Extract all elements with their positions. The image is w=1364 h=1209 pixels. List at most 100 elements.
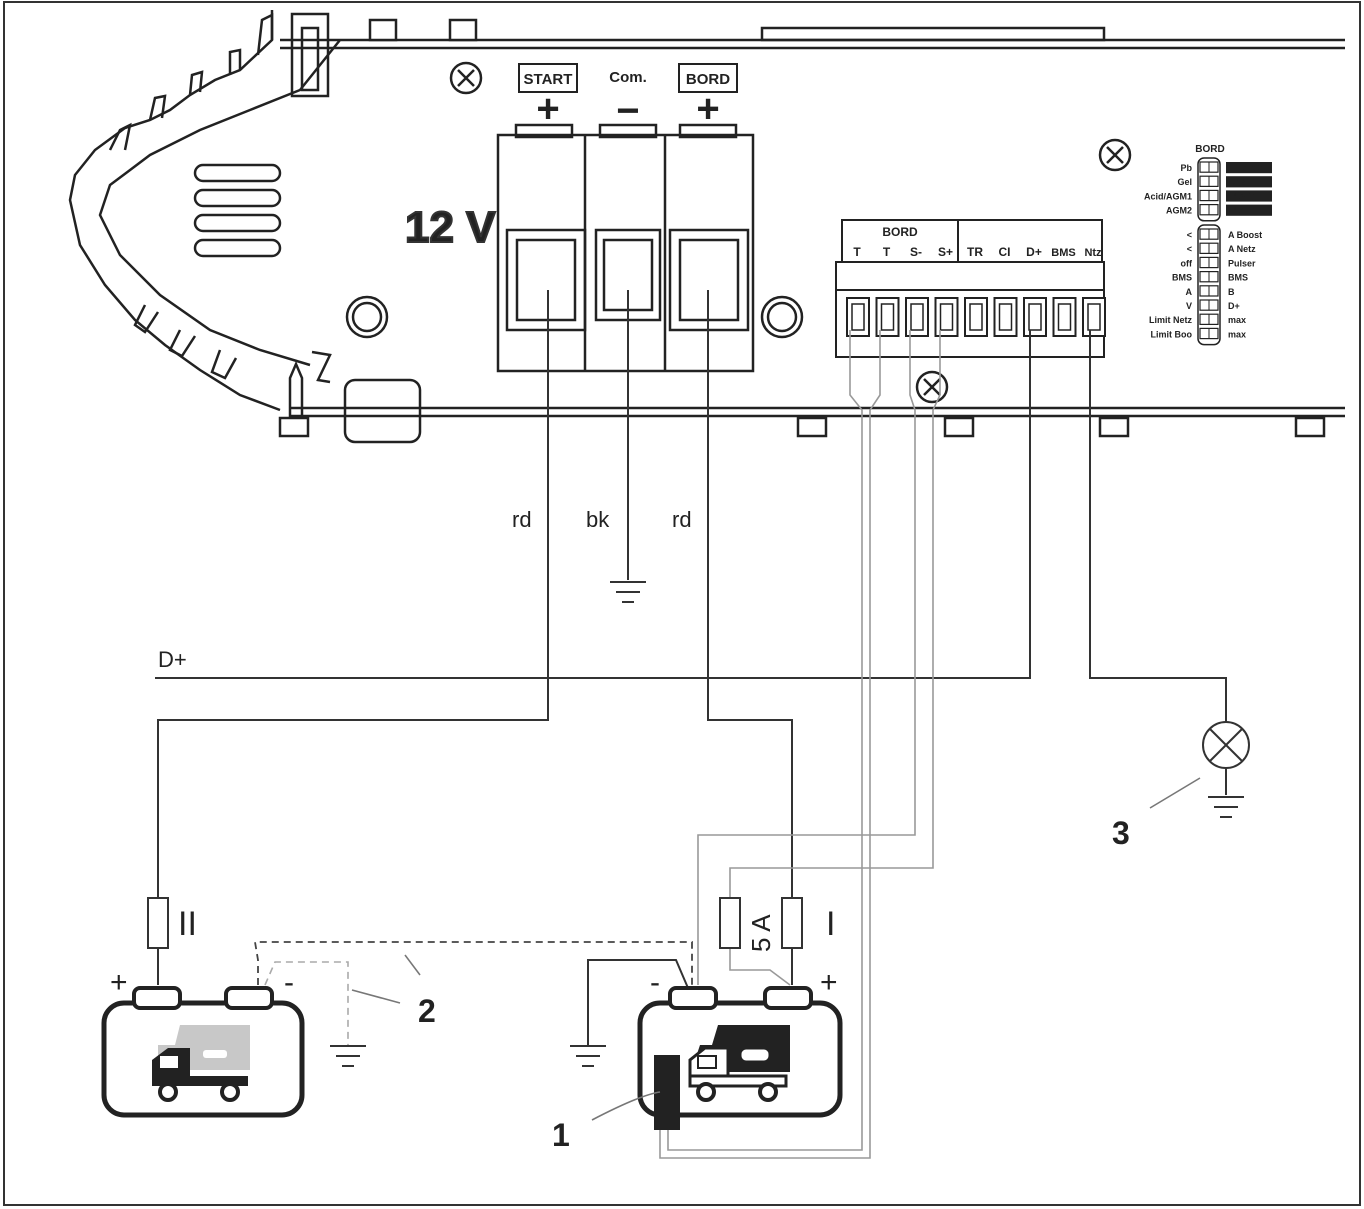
connector-pin-label: S+ bbox=[938, 245, 953, 259]
connector-pin-label: S- bbox=[910, 245, 922, 259]
fuse-start-label: II bbox=[178, 905, 197, 943]
dip-switch-housing bbox=[1197, 157, 1221, 222]
fuse-icon bbox=[781, 897, 803, 949]
connector-pin-screw bbox=[1028, 303, 1042, 331]
connector-pin-label: CI bbox=[999, 245, 1011, 259]
start-battery-minus: - bbox=[284, 966, 294, 999]
dip-right-label: 14,2 V bbox=[1228, 191, 1254, 201]
connector-pin-screw bbox=[1057, 303, 1072, 331]
sensor-wires bbox=[659, 330, 941, 1159]
dip-right-label: max bbox=[1228, 329, 1246, 339]
connector-pin-label: T bbox=[883, 245, 891, 259]
dip-switch-housing bbox=[1197, 224, 1221, 346]
connector-pin-screw bbox=[910, 303, 924, 331]
callout-3: 3 bbox=[1112, 815, 1130, 851]
mounting-nut-icon bbox=[760, 295, 804, 339]
screw-icon bbox=[449, 61, 483, 95]
dip-left-label: AGM2 bbox=[1166, 206, 1192, 216]
connector-pin-label: TR bbox=[967, 245, 983, 259]
dip-right-label: BMS bbox=[1228, 273, 1248, 283]
dip-right-label-bg bbox=[1226, 204, 1272, 216]
ground-icon bbox=[570, 1045, 606, 1067]
connector-pin-screw bbox=[998, 303, 1013, 331]
charger-housing bbox=[68, 10, 1345, 444]
connector-pin-screw bbox=[1087, 303, 1101, 331]
power-wires bbox=[155, 290, 1227, 985]
connector-pin-label: Ntz bbox=[1084, 247, 1102, 259]
terminal-start-box bbox=[518, 63, 578, 93]
terminal-com-label: Com. bbox=[609, 69, 647, 86]
dip-left-label: BMS bbox=[1172, 273, 1192, 283]
dip-left-label: A bbox=[1186, 287, 1193, 297]
dip-right-label: max bbox=[1228, 315, 1246, 325]
power-terminal-block bbox=[496, 123, 755, 373]
connector-pin-screw bbox=[939, 303, 954, 331]
terminal-bord-sign: + bbox=[696, 87, 719, 131]
optional-ground-dashed bbox=[253, 941, 693, 985]
connector-pin-screw bbox=[880, 303, 895, 331]
bord-battery-plus: + bbox=[820, 966, 838, 999]
mounting-nut-icon bbox=[345, 295, 389, 339]
dip-right-label: 13,8 V bbox=[1228, 177, 1254, 187]
wire-com-label: bk bbox=[586, 507, 610, 532]
terminal-start-sign: + bbox=[536, 87, 559, 131]
dip-left-label: Gel bbox=[1177, 177, 1192, 187]
fuse-icon bbox=[719, 897, 741, 949]
dip-left-label: off bbox=[1181, 258, 1193, 268]
dip-panel-title: BORD bbox=[1195, 144, 1224, 155]
start-battery-icon bbox=[101, 986, 305, 1118]
screw-icon bbox=[1098, 138, 1132, 172]
bord-battery-minus: - bbox=[650, 966, 660, 999]
ground-wires bbox=[587, 959, 689, 1045]
wire-bord-label: rd bbox=[672, 507, 692, 532]
housing-bolt-icons bbox=[278, 18, 1326, 438]
dip-right-label: D+ bbox=[1228, 301, 1240, 311]
start-battery-plus: + bbox=[110, 966, 128, 999]
voltage-label: 12 V bbox=[405, 203, 496, 252]
terminal-start-label: START bbox=[524, 71, 573, 88]
callout-leaders bbox=[351, 777, 1201, 1121]
terminal-com-sign: − bbox=[616, 89, 639, 133]
connector-pin-screw bbox=[969, 303, 983, 331]
fuse-sense-label: 5 A bbox=[746, 914, 776, 952]
connector-group-label: BORD bbox=[882, 225, 918, 239]
dip-left-label: < bbox=[1187, 244, 1192, 254]
dip-right-label: Pulser bbox=[1228, 258, 1256, 268]
connector-pin-screw bbox=[851, 303, 865, 331]
dip-left-label: Limit Netz bbox=[1149, 315, 1193, 325]
wire-start-label: rd bbox=[512, 507, 532, 532]
terminal-bord-box bbox=[678, 63, 738, 93]
dip-right-label-bg bbox=[1226, 162, 1272, 174]
dip-right-label: 14,4 V bbox=[1228, 206, 1254, 216]
callout-2: 2 bbox=[418, 993, 436, 1029]
frame-border bbox=[3, 1, 1361, 1206]
dip-right-label-bg bbox=[1226, 190, 1272, 202]
connector-pin-label: D+ bbox=[1026, 245, 1042, 259]
optional-ground-dashed-grey bbox=[264, 961, 349, 1045]
dip-left-label: Limit Boo bbox=[1151, 329, 1193, 339]
dip-right-label: B bbox=[1228, 287, 1235, 297]
callout-1: 1 bbox=[552, 1117, 570, 1153]
indicator-lamp-icon bbox=[1202, 721, 1250, 769]
dip-right-label: A Netz bbox=[1228, 244, 1256, 254]
connector-pin-label: BMS bbox=[1051, 247, 1075, 259]
dip-left-label: Pb bbox=[1180, 163, 1192, 173]
terminal-bord-label: BORD bbox=[686, 71, 730, 88]
bord-battery-icon bbox=[637, 986, 843, 1118]
ground-icon bbox=[610, 581, 646, 603]
screw-icon bbox=[915, 370, 949, 404]
dip-right-label: A Boost bbox=[1228, 230, 1262, 240]
dip-left-label: V bbox=[1186, 301, 1192, 311]
dip-left-label: < bbox=[1187, 230, 1192, 240]
fuse-bord-label: I bbox=[826, 905, 835, 943]
ground-icon bbox=[1208, 796, 1244, 818]
dip-right-label-bg bbox=[1226, 176, 1272, 188]
wire-dplus-label: D+ bbox=[158, 647, 187, 672]
ground-icon bbox=[330, 1045, 366, 1067]
fuse-icon bbox=[147, 897, 169, 949]
